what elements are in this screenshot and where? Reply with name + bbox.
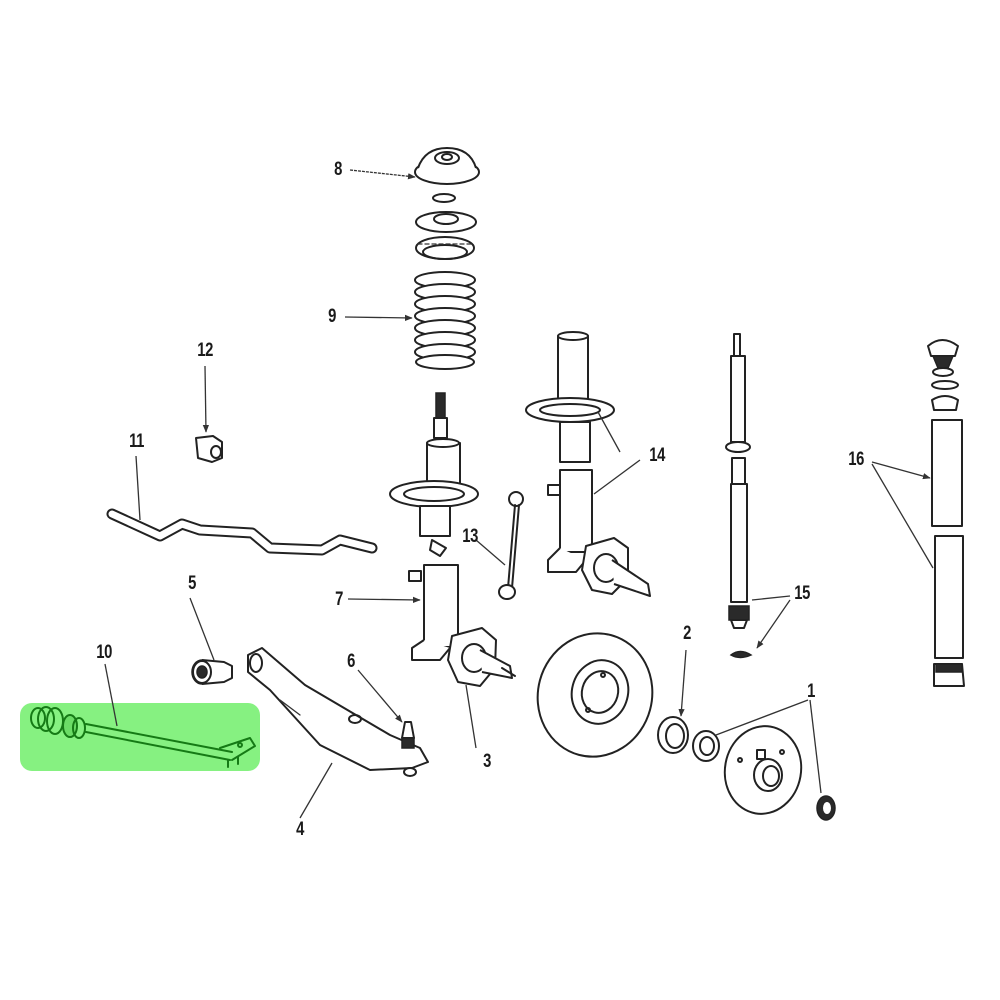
part-13-stabilizer-link[interactable] xyxy=(498,491,524,600)
part-9-coil-spring[interactable] xyxy=(414,271,476,370)
callout-14: 14 xyxy=(649,445,665,466)
part-11-stabilizer-bar[interactable] xyxy=(106,508,378,556)
part-2-bearing-seal[interactable] xyxy=(657,716,689,754)
callout-15: 15 xyxy=(794,583,810,604)
callout-4: 4 xyxy=(296,819,304,840)
part-4-lower-control-arm[interactable] xyxy=(247,647,429,771)
part-8-strut-mount[interactable] xyxy=(414,147,480,260)
callout-11: 11 xyxy=(129,431,144,452)
part-10-tension-rod[interactable] xyxy=(30,706,256,768)
leader-lines xyxy=(104,169,934,819)
callout-7: 7 xyxy=(335,589,343,610)
callout-8: 8 xyxy=(334,159,342,180)
part-6-ball-joint[interactable] xyxy=(401,721,417,777)
part-15-strut-cartridge[interactable] xyxy=(725,333,753,659)
part-12-bushing[interactable] xyxy=(195,435,223,463)
part-10-highlight[interactable] xyxy=(20,703,260,771)
part-5-bushing[interactable] xyxy=(191,659,233,685)
callout-3: 3 xyxy=(483,751,491,772)
callout-1: 1 xyxy=(807,681,815,702)
callout-16: 16 xyxy=(848,449,864,470)
callout-2: 2 xyxy=(683,623,691,644)
callout-13: 13 xyxy=(462,526,478,547)
callout-9: 9 xyxy=(328,306,336,327)
part-7-strut[interactable] xyxy=(389,392,479,661)
callout-6: 6 xyxy=(347,651,355,672)
brake-rotor[interactable] xyxy=(524,620,666,769)
part-3-knuckle-spindle[interactable] xyxy=(447,627,516,687)
part-14-strut-housing[interactable] xyxy=(525,331,651,597)
part-16-rear-shock[interactable] xyxy=(927,339,965,687)
callout-12: 12 xyxy=(197,340,213,361)
callout-10: 10 xyxy=(96,642,112,663)
part-1-hub-bearing[interactable] xyxy=(692,720,836,821)
callout-5: 5 xyxy=(188,573,196,594)
